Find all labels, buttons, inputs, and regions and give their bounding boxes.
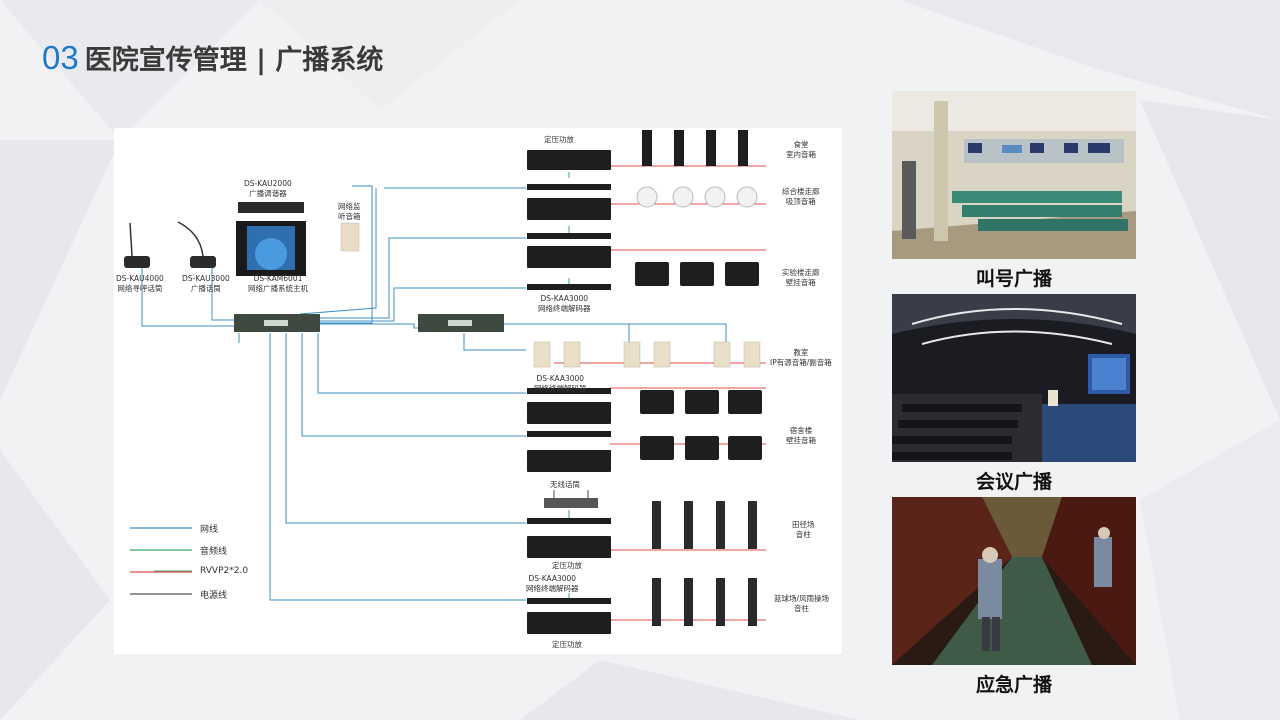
zone-label-field: 田径场 音柱 — [792, 520, 815, 539]
device-label-amp-field: 定压功放 — [552, 561, 582, 570]
diagram-graphics — [124, 130, 766, 634]
device-label-kau2000: DS-KAU2000 广播调谐器 — [244, 179, 292, 198]
zone-label-canteen: 食堂 室内音箱 — [786, 140, 816, 159]
device-label-decoder-low: DS-KAA3000 网络终端解码器 — [534, 374, 587, 393]
device-label-amp-top: 定压功放 — [544, 135, 574, 144]
device-label-kau4000: DS-KAU4000 网络寻呼话筒 — [116, 274, 164, 293]
section-number: 03 — [42, 39, 79, 76]
photo-call-broadcast — [892, 91, 1136, 259]
device-label-kau3000: DS-KAU3000 广播话筒 — [182, 274, 230, 293]
broadcast-system-diagram: DS-KAU2000 广播调谐器 网络监 听音箱 DS-KAU4000 网络寻呼… — [114, 128, 842, 654]
device-label-decoder-mid: DS-KAA3000 网络终端解码器 — [538, 294, 591, 313]
caption-emergency-broadcast: 应急广播 — [975, 674, 1052, 696]
zone-label-dorm: 宿舍楼 壁挂音箱 — [786, 426, 816, 445]
section-title: 医院宣传管理 | 广播系统 — [84, 45, 384, 76]
legend-label-audio: 音频线 — [200, 547, 228, 557]
page-title: 03 医院宣传管理 | 广播系统 — [42, 38, 383, 82]
device-label-monitor: 网络监 听音箱 — [338, 202, 361, 221]
device-label-decoder-bottom: DS-KAA3000 网络终端解码器 — [526, 574, 579, 593]
zone-label-general: 综合楼走廊 吸顶音箱 — [782, 187, 820, 206]
legend-label-power: 电源线 — [200, 591, 228, 601]
zone-label-court: 篮球场/风雨操场 音柱 — [774, 594, 830, 613]
caption-call-broadcast: 叫号广播 — [975, 268, 1052, 290]
device-label-wireless-mic: 无线话筒 — [550, 480, 580, 489]
photo-meeting-broadcast — [892, 294, 1136, 462]
photo-emergency-broadcast — [892, 497, 1136, 665]
device-label-kam6001: DS-KAM6001 网络广播系统主机 — [248, 274, 308, 293]
caption-meeting-broadcast: 会议广播 — [975, 471, 1052, 493]
legend-label-rvvp: RVVP2*2.0 — [200, 566, 249, 576]
legend-label-network: 网线 — [200, 525, 219, 535]
zone-label-classroom: 教室 IP有源音箱/副音箱 — [770, 348, 832, 367]
device-label-amp-bottom: 定压功放 — [552, 640, 582, 649]
zone-label-lab: 实验楼走廊 壁挂音箱 — [782, 268, 820, 287]
